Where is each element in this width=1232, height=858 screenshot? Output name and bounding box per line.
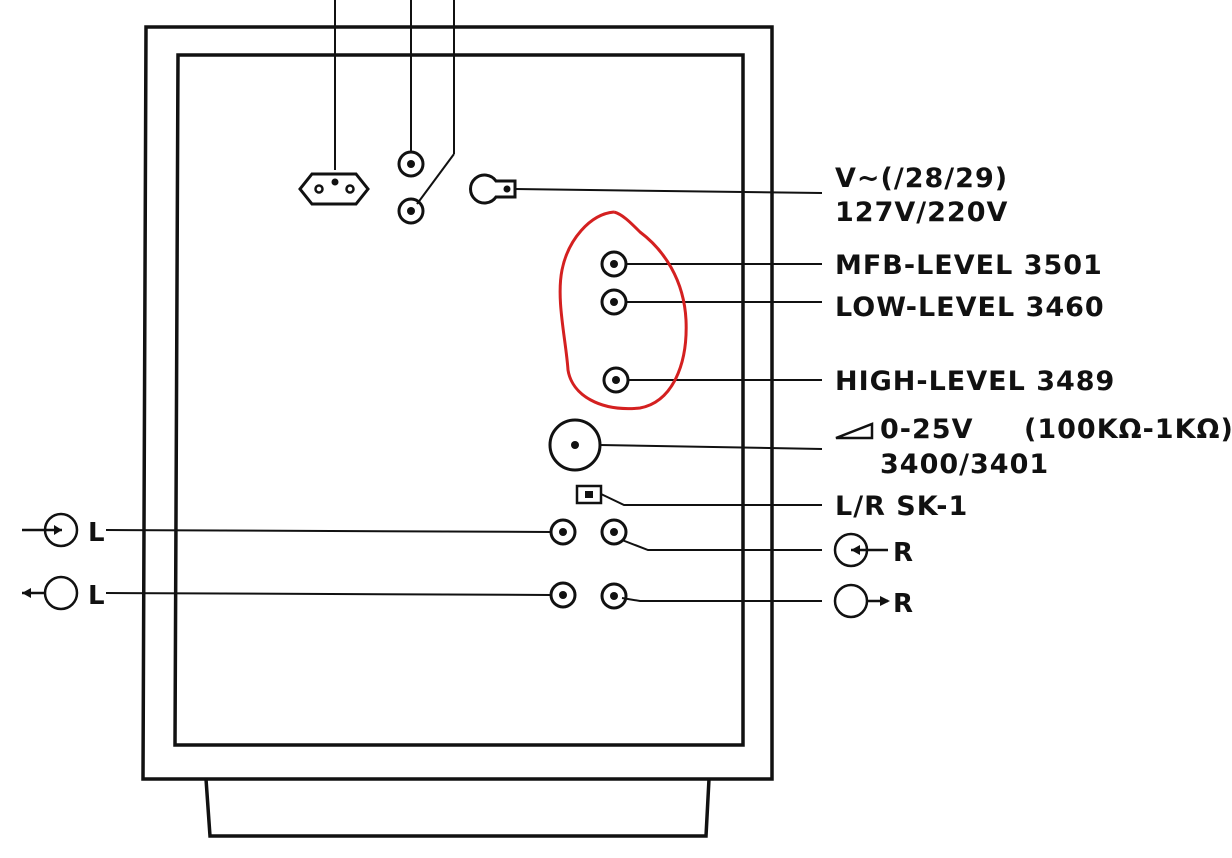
- rca-jack-right-in: [600, 518, 822, 551]
- left-output-arrow-icon: [22, 575, 79, 611]
- volume-part-label: 3400/3401: [880, 449, 1049, 480]
- high-level-trimmer: [602, 366, 822, 394]
- fuse-holder-icon: [397, 150, 425, 225]
- mains-voltage-label: V~(/28/29): [835, 163, 1008, 194]
- volume-resistance-label: (100KΩ-1KΩ): [1024, 414, 1232, 445]
- right-output-label: R: [893, 589, 913, 619]
- high-level-label: HIGH-LEVEL 3489: [835, 366, 1115, 397]
- right-input-arrow-icon: [833, 532, 888, 568]
- cabinet-outline: [141, 25, 774, 838]
- top-wires: [334, 0, 455, 205]
- mfb-level-label: MFB-LEVEL 3501: [835, 250, 1103, 281]
- potentiometer-icon: [548, 418, 874, 472]
- right-output-arrow-icon: [833, 583, 890, 619]
- volume-wedge-icon: [835, 422, 874, 440]
- mains-voltage-values: 127V/220V: [835, 197, 1008, 228]
- mains-socket-icon: [298, 172, 370, 206]
- rca-jack-right-out: [600, 582, 822, 610]
- left-input-label: L: [88, 518, 105, 548]
- mfb-level-trimmer: [600, 250, 822, 278]
- left-output-label: L: [88, 581, 105, 611]
- voltage-selector-icon: [469, 173, 823, 205]
- slide-switch-icon: [575, 484, 822, 506]
- switch-label: L/R SK-1: [835, 491, 968, 522]
- rca-jacks: [105, 518, 822, 610]
- right-input-label: R: [893, 538, 913, 568]
- left-input-arrow-icon: [22, 512, 79, 548]
- volume-range-label: 0-25V: [880, 414, 973, 445]
- low-level-trimmer: [600, 288, 822, 316]
- rca-jack-left-in: [105, 518, 577, 546]
- cabinet-base: [204, 778, 711, 838]
- red-annotation-circle: [558, 210, 688, 411]
- level-trimmers: [600, 250, 822, 394]
- low-level-label: LOW-LEVEL 3460: [835, 292, 1105, 323]
- rca-jack-left-out: [105, 581, 577, 609]
